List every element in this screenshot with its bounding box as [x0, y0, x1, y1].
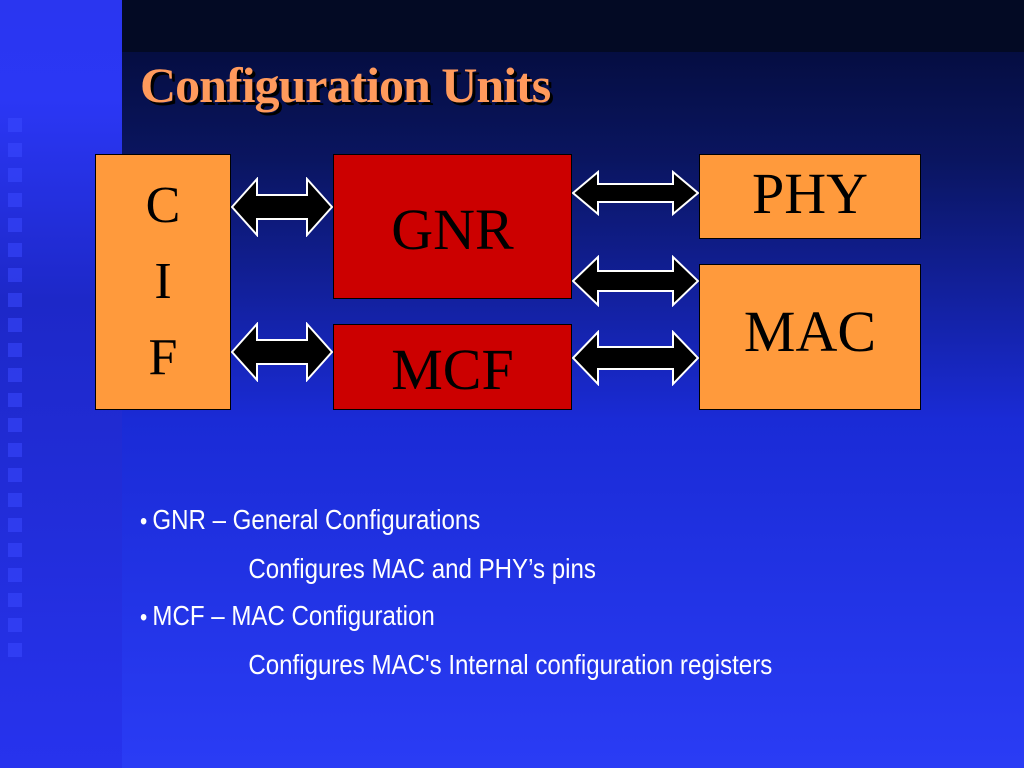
- arrow-cif-mcf: [231, 322, 333, 382]
- cif-box: C I F: [95, 154, 231, 410]
- bullet-text-mcf: MCF – MAC Configuration: [152, 600, 435, 631]
- cif-letter-i: I: [154, 253, 172, 310]
- slide-title: Configuration Units: [140, 57, 551, 113]
- mac-box: MAC: [699, 264, 921, 410]
- mcf-box: MCF: [333, 324, 572, 410]
- bullet-detail-mcf: Configures MAC's Internal configuration …: [248, 649, 773, 680]
- phy-box: PHY: [699, 154, 921, 239]
- bullet-item-mcf: •MCF – MAC Configuration: [140, 592, 772, 641]
- cif-letter-f: F: [148, 329, 178, 386]
- cif-letter-c: C: [145, 177, 181, 234]
- gnr-label: GNR: [391, 196, 514, 262]
- bullet-detail-gnr: Configures MAC and PHY’s pins: [248, 553, 596, 584]
- arrow-gnr-mac: [572, 255, 699, 307]
- mcf-label: MCF: [391, 337, 514, 402]
- bullet-text-gnr: GNR – General Configurations: [152, 504, 481, 535]
- bullet-list: •GNR – General Configurations Configures…: [140, 496, 772, 688]
- arrow-cif-gnr: [231, 177, 333, 237]
- arrow-gnr-phy: [572, 170, 699, 216]
- top-decorative-band: [122, 0, 1024, 52]
- mac-label: MAC: [743, 299, 877, 364]
- gnr-box: GNR: [333, 154, 572, 299]
- phy-label: PHY: [751, 160, 869, 226]
- arrow-mcf-mac: [572, 330, 699, 386]
- bullet-dot: •: [140, 508, 148, 535]
- bullet-item-gnr: •GNR – General Configurations: [140, 496, 772, 545]
- decorative-squares: [8, 118, 28, 668]
- bullet-dot: •: [140, 604, 148, 631]
